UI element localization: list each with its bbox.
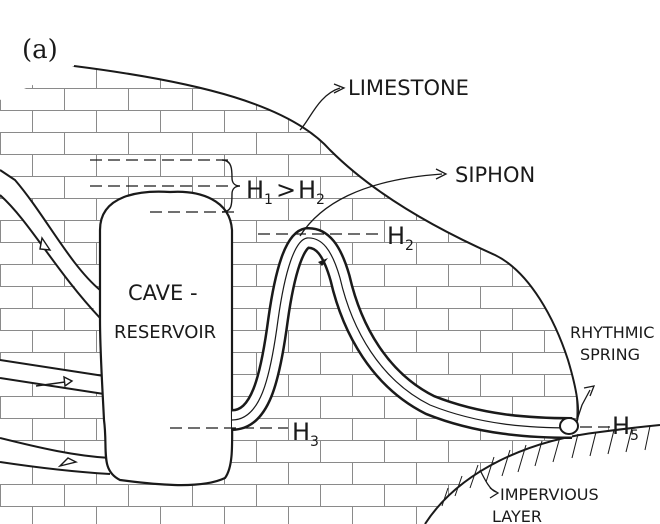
- limestone-surface-line: [73, 65, 580, 427]
- h5-letter: H: [612, 412, 630, 440]
- cave-label-line1: CAVE -: [128, 281, 198, 305]
- h2-label: H 2: [387, 222, 414, 254]
- h3-letter: H: [292, 418, 310, 446]
- h2-subscript-rel: 2: [316, 192, 325, 208]
- h2-letter: H: [387, 222, 405, 250]
- impervious-label: IMPERVIOUS: [500, 485, 599, 504]
- rhythmic-label: RHYTHMIC: [570, 323, 654, 342]
- h1-subscript: 1: [264, 192, 273, 208]
- h3-label: H 3: [292, 418, 319, 450]
- spring-outlet: [559, 417, 579, 435]
- spring-label: SPRING: [580, 345, 640, 364]
- h5-label: H 5: [612, 412, 639, 444]
- h1-letter: H: [246, 176, 264, 204]
- h5-subscript: 5: [630, 428, 639, 444]
- siphon-label: SIPHON: [455, 163, 535, 187]
- layer-label: LAYER: [492, 507, 542, 524]
- leader-lines: [299, 83, 596, 499]
- head-brace: [221, 159, 241, 213]
- h2-subscript: 2: [405, 238, 414, 254]
- head-level-lines: [90, 159, 610, 429]
- flow-arrows: [35, 236, 79, 468]
- siphon-conduit: [230, 227, 573, 439]
- h1-gt-h2-label: H 1 > H 2: [246, 176, 325, 208]
- limestone-label: LIMESTONE: [348, 76, 469, 100]
- impervious-layer: [424, 424, 660, 524]
- h3-subscript: 3: [310, 434, 319, 450]
- h2-letter-rel: H: [298, 176, 316, 204]
- greater-than: >: [276, 176, 296, 204]
- cave-label-line2: RESERVOIR: [114, 322, 216, 343]
- panel-label: (a): [22, 35, 58, 65]
- cave-reservoir: [98, 190, 234, 487]
